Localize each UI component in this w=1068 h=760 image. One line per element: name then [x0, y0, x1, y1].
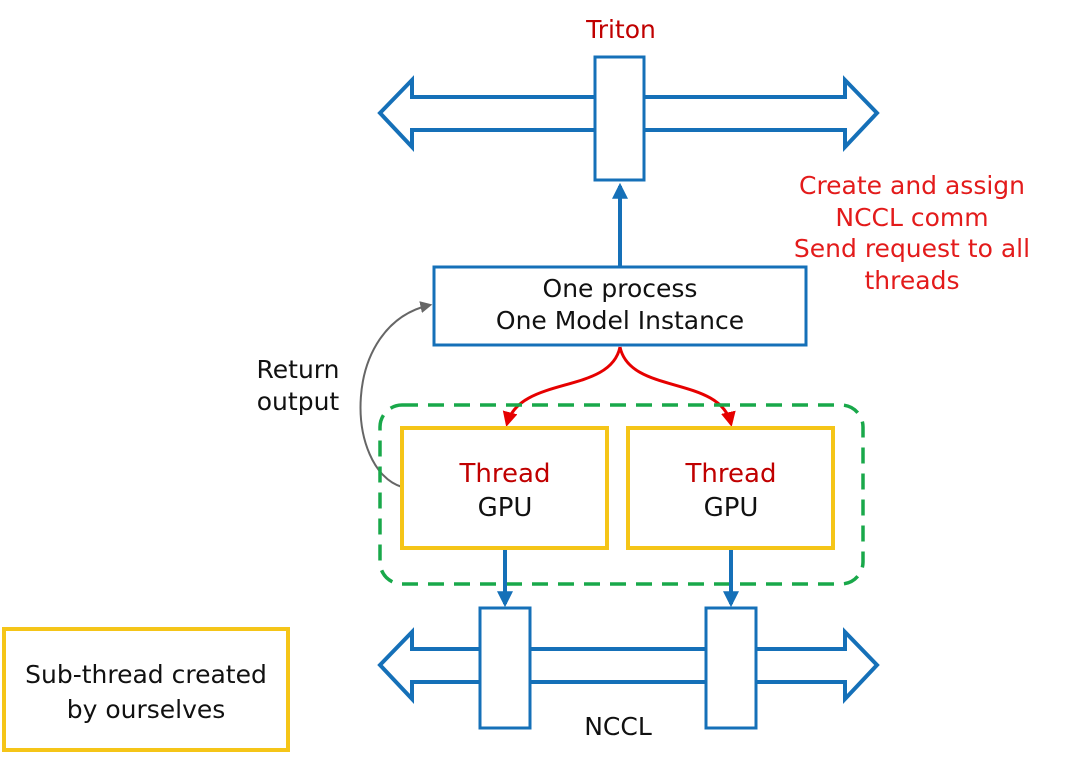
- annotation-text: Create and assign NCCL comm Send request…: [794, 171, 1030, 295]
- request-arrow-thread-2: [618, 346, 736, 427]
- process-box-line-1: One process: [543, 274, 698, 303]
- triton-label: Triton: [585, 15, 656, 44]
- annotation-line-1: Create and assign: [799, 171, 1025, 200]
- request-arrow-thread-1: [502, 346, 622, 427]
- nccl-connector-block-1: [478, 606, 532, 730]
- annotation-line-4: threads: [865, 266, 960, 295]
- return-label-line-1: Return: [257, 355, 340, 384]
- nccl-bus: [377, 606, 880, 730]
- annotation-line-3: Send request to all: [794, 234, 1030, 263]
- thread-2-title: Thread: [685, 459, 777, 489]
- triton-bus: [377, 55, 880, 182]
- return-label-line-2: output: [257, 387, 340, 416]
- legend-line-2: by ourselves: [67, 695, 226, 724]
- legend-box: [2, 627, 290, 752]
- thread-box-2: [626, 426, 835, 550]
- nccl-label: NCCL: [584, 712, 652, 741]
- return-output-arrow: [359, 301, 433, 488]
- process-box: [432, 265, 808, 347]
- process-box-line-2: One Model Instance: [496, 306, 744, 335]
- nccl-connector-block-2: [704, 606, 758, 730]
- annotation-line-2: NCCL comm: [835, 203, 988, 232]
- thread-1-device: GPU: [478, 493, 533, 523]
- triton-connector-block: [593, 55, 646, 182]
- thread-2-device: GPU: [704, 493, 759, 523]
- thread-group-boundary: [378, 403, 865, 586]
- thread-box-1: [400, 426, 609, 550]
- nccl-bus-arrow: [377, 627, 880, 705]
- legend-line-1: Sub-thread created: [25, 660, 267, 689]
- thread-1-title: Thread: [459, 459, 551, 489]
